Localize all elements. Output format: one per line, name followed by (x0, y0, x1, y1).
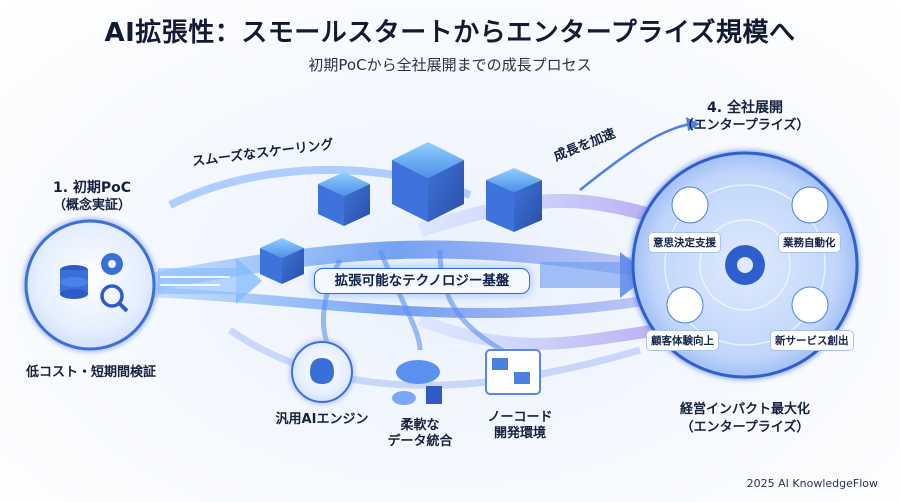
feature-label-nocode: ノーコード 開発環境 (487, 410, 553, 442)
stage1-circle (24, 219, 156, 351)
stage4-subtitle: （エンタープライズ） (680, 118, 810, 133)
database-icon (60, 265, 88, 299)
feature-circle-data (392, 360, 442, 405)
stage4-caption-line1: 経営インパクト最大化 (679, 402, 810, 417)
gear-icon (101, 253, 123, 275)
feature-label-ai: 汎用AIエンジン (275, 412, 369, 427)
platform-label: 拡張可能なテクノロジー基盤 (314, 268, 530, 294)
page-subtitle: 初期PoCから全社展開までの成長プロセス (308, 56, 592, 74)
entry-arrow (158, 258, 262, 304)
stage1-title: 1. 初期PoC (52, 180, 132, 196)
page-title: AI拡張性：スモールスタートからエンタープライズ規模へ (104, 18, 796, 48)
stage1-caption: 低コスト・短期間検証 (25, 365, 156, 380)
benefit-new-service: 新サービス創出 (770, 330, 854, 351)
magnifier-icon (100, 284, 129, 313)
stage4-title: 4. 全社展開 (707, 100, 783, 116)
feature-circle-ai (291, 341, 353, 403)
footer-credit: 2025 AI KnowledgeFlow (746, 477, 878, 490)
feature-label-data: 柔軟な データ統合 (387, 418, 453, 450)
benefit-automation: 業務自動化 (778, 232, 841, 253)
stage1-subtitle: （概念実証） (52, 198, 131, 213)
stage4-caption-line2: （エンタープライズ） (680, 420, 810, 435)
stage4-circle (631, 151, 859, 379)
central-gear-icon (725, 245, 765, 285)
feature-circle-nocode (485, 349, 541, 395)
platform-cubes (260, 142, 542, 284)
benefit-decision-support: 意思決定支援 (648, 232, 721, 253)
benefit-customer-experience: 顧客体験向上 (646, 330, 719, 351)
